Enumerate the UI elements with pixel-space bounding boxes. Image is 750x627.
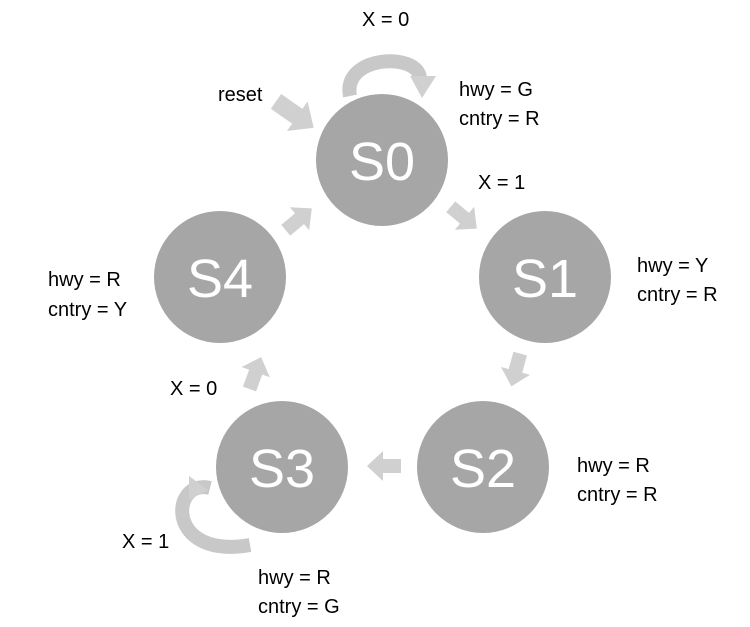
state-s1: S1	[479, 211, 611, 343]
output-hwy-s0: hwy = G	[459, 79, 533, 101]
state-label: S4	[187, 249, 253, 309]
reset-label: reset	[218, 84, 263, 106]
condition-label-s3-s4: X = 0	[170, 378, 217, 400]
state-s0: S0	[316, 94, 448, 226]
transition-arrow-s4-s0	[281, 207, 312, 236]
output-hwy-s1: hwy = Y	[637, 255, 708, 277]
output-cntry-s2: cntry = R	[577, 484, 658, 506]
state-label: S1	[512, 249, 578, 309]
transition-s3-self-loop	[175, 476, 252, 554]
transition-arrow-s2-s3	[367, 451, 401, 481]
output-hwy-s3: hwy = R	[258, 567, 331, 589]
output-cntry-s1: cntry = R	[637, 284, 718, 306]
state-s3: S3	[216, 401, 348, 533]
output-hwy-s2: hwy = R	[577, 455, 650, 477]
state-s2: S2	[417, 401, 549, 533]
transition-s0-self-loop	[342, 54, 436, 98]
transition-arrow-s0-s1	[446, 201, 477, 230]
output-cntry-s0: cntry = R	[459, 108, 540, 130]
state-label: S3	[249, 439, 315, 499]
state-label: S2	[450, 439, 516, 499]
output-hwy-s4: hwy = R	[48, 269, 121, 291]
transition-arrow-s1-s2	[500, 351, 530, 387]
condition-label-s0-self: X = 0	[362, 9, 409, 31]
condition-label-s3-self: X = 1	[122, 531, 169, 553]
state-label: S0	[349, 132, 415, 192]
output-cntry-s4: cntry = Y	[48, 299, 127, 321]
output-cntry-s3: cntry = G	[258, 596, 340, 618]
transition-arrow-s3-s4	[241, 357, 270, 392]
reset-arrow	[270, 94, 314, 132]
state-s4: S4	[154, 211, 286, 343]
condition-label-s0-s1: X = 1	[478, 172, 525, 194]
